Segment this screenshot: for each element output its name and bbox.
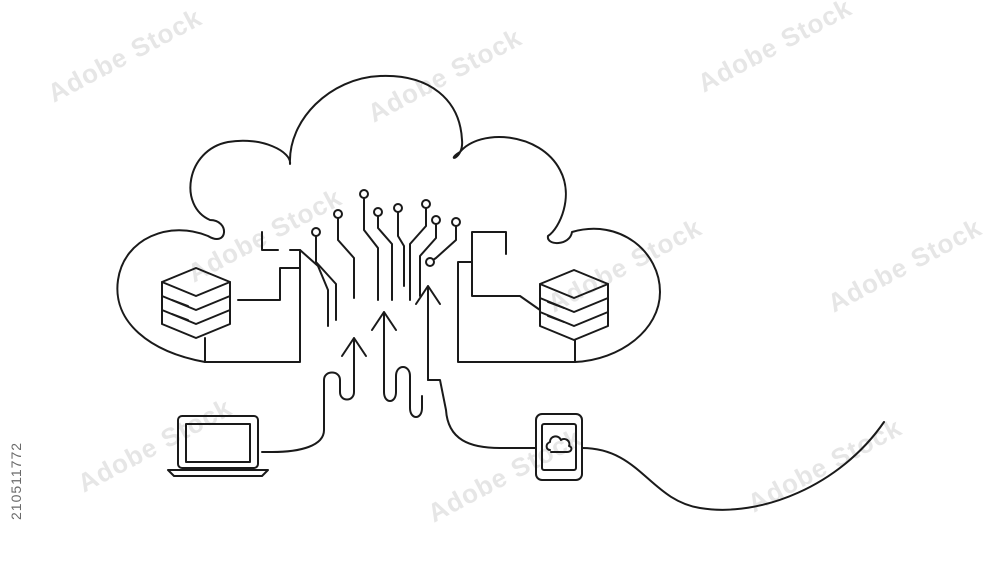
stock-image-id: 210511772: [8, 441, 24, 520]
cloud-outline-icon: [116, 74, 661, 363]
upload-arrow-icon: [341, 337, 367, 377]
upload-arrow-icon: [415, 285, 441, 381]
circuit-node-icon: [311, 189, 461, 267]
circuit-traces: [299, 193, 457, 327]
upload-arrow-icon: [371, 311, 397, 377]
server-stack-icon: [161, 231, 301, 363]
smartphone-icon: [535, 413, 583, 481]
server-stack-icon: [457, 231, 609, 363]
laptop-icon: [167, 415, 269, 477]
connection-wires: [261, 366, 885, 511]
